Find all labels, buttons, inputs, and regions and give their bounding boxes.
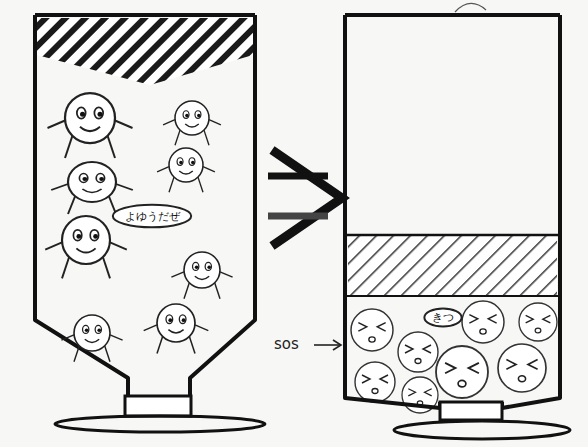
speech-bubble: よゆうだぜ [112, 204, 192, 228]
band-edge [347, 234, 558, 237]
squished-face [498, 344, 546, 392]
squished-face [436, 346, 488, 398]
happy-face [51, 162, 133, 214]
happy-face [157, 148, 215, 192]
pointer-arrow [314, 344, 340, 346]
happy-face [45, 216, 127, 278]
happy-face [48, 93, 133, 158]
squished-face [519, 303, 557, 341]
squished-face [398, 332, 438, 372]
squished-face [462, 301, 504, 343]
happy-face [144, 304, 209, 353]
happy-face [163, 101, 221, 145]
transition-arrow [268, 213, 328, 220]
bubble-text: よゆうだぜ [125, 209, 180, 224]
annotation-label: sos [274, 335, 299, 353]
squished-face [355, 362, 395, 402]
bubble-text: きつ [432, 310, 454, 325]
speech-bubble: きつ [424, 308, 462, 327]
container-foot [394, 421, 570, 439]
hatched-band [348, 235, 557, 296]
happy-face [171, 252, 232, 299]
transition-arrow [272, 150, 342, 246]
scribble [455, 3, 486, 12]
squished-face [351, 309, 393, 351]
pointer-arrow [333, 340, 341, 350]
container-outline [345, 15, 560, 408]
container-base [440, 402, 502, 420]
container-base [125, 396, 191, 416]
hatched-fill [37, 18, 253, 85]
band-edge [347, 295, 558, 297]
transition-arrow [268, 173, 328, 180]
container-foot [55, 416, 265, 432]
happy-face [61, 315, 122, 362]
container-outline [35, 15, 255, 398]
